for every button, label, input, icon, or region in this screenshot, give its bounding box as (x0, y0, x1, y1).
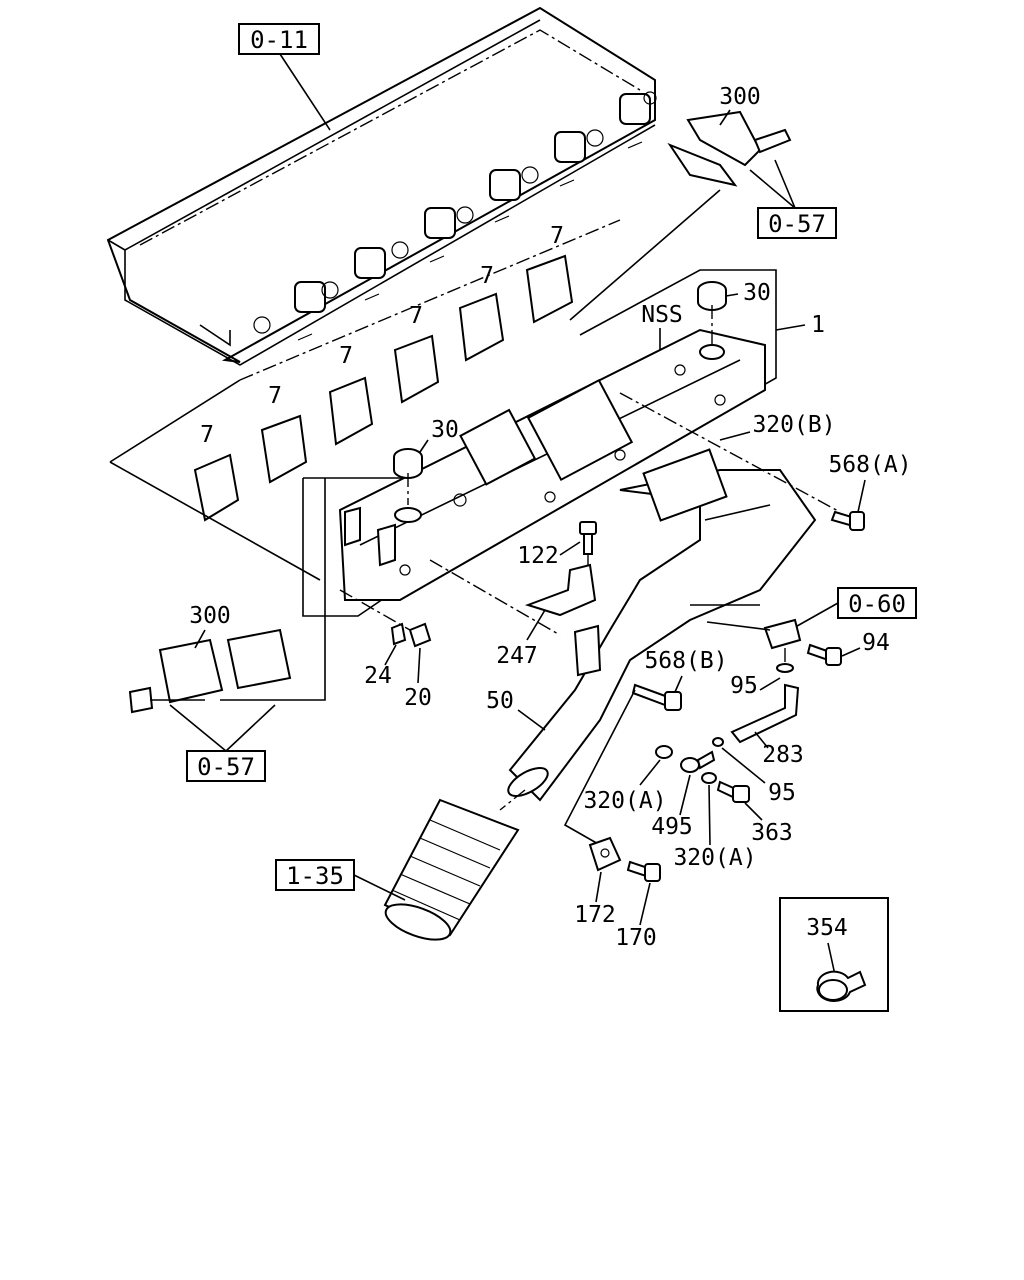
label-7-f: 7 (550, 223, 564, 249)
label-20: 20 (404, 685, 432, 711)
label-247: 247 (496, 643, 538, 669)
label-363: 363 (751, 820, 793, 846)
detail-box-354: 354 (779, 897, 889, 1012)
cover-plate-bottom (128, 628, 292, 714)
label-7-c: 7 (339, 343, 353, 369)
label-170: 170 (615, 925, 657, 951)
cap-30-top (697, 281, 727, 360)
label-nss: NSS (641, 302, 683, 328)
gaskets (193, 254, 574, 522)
label-95-b: 95 (768, 780, 796, 806)
leader-300-top (719, 109, 731, 126)
exhaust-manifold (338, 328, 766, 601)
exhaust-elbow-pipe (507, 448, 817, 802)
label-320a-b: 320(A) (673, 845, 756, 871)
label-7-d: 7 (409, 303, 423, 329)
bolt-568a (830, 510, 865, 531)
bolt-122 (579, 521, 597, 605)
clip-95-b (712, 737, 724, 747)
pressure-sensor (763, 618, 802, 673)
label-50: 50 (486, 688, 514, 714)
ref-0-11-label: 0-11 (250, 26, 308, 54)
ref-box-0-57-bottom[interactable]: 0-57 (186, 750, 266, 782)
cap-30-mid (393, 448, 423, 523)
nut-495 (680, 750, 716, 773)
bracket-247 (524, 563, 602, 677)
ref-0-60-label: 0-60 (848, 590, 906, 618)
label-495: 495 (651, 814, 693, 840)
ref-0-57-bottom-label: 0-57 (197, 753, 255, 781)
leader-0-11 (279, 53, 331, 131)
label-95-a: 95 (730, 673, 758, 699)
bolt-94 (806, 643, 842, 666)
cylinder-head (106, 6, 657, 366)
leader-0-57-top (749, 159, 796, 209)
bolt-363 (716, 780, 750, 803)
label-354: 354 (806, 915, 848, 941)
bracket-172 (588, 836, 622, 872)
washer-320a-b (701, 772, 717, 784)
label-568a: 568(A) (828, 452, 911, 478)
label-300-bottom: 300 (189, 603, 231, 629)
label-30-top: 30 (743, 280, 771, 306)
ref-box-0-60[interactable]: 0-60 (837, 587, 917, 619)
label-122: 122 (517, 543, 559, 569)
label-7-a: 7 (200, 422, 214, 448)
bellows-pipe (383, 798, 520, 941)
ref-1-35-label: 1-35 (286, 862, 344, 890)
ref-box-1-35[interactable]: 1-35 (275, 859, 355, 891)
label-24: 24 (364, 663, 392, 689)
label-172: 172 (574, 902, 616, 928)
hose-283 (730, 683, 800, 744)
label-283: 283 (762, 742, 804, 768)
label-300-top: 300 (719, 84, 761, 110)
label-320b: 320(B) (752, 412, 835, 438)
label-320a-a: 320(A) (583, 788, 666, 814)
stud-24-nut-20 (339, 589, 432, 648)
ref-box-0-57-top[interactable]: 0-57 (757, 207, 837, 239)
washer-320a-a (655, 745, 673, 759)
bolt-170 (626, 860, 661, 882)
label-568b: 568(B) (644, 648, 727, 674)
bolt-568b (631, 683, 682, 711)
label-94: 94 (862, 630, 890, 656)
ref-0-57-top-label: 0-57 (768, 210, 826, 238)
label-7-b: 7 (268, 383, 282, 409)
label-1: 1 (811, 312, 825, 338)
clamp-354 (816, 970, 867, 1002)
label-30-mid: 30 (431, 417, 459, 443)
ref-box-0-11[interactable]: 0-11 (238, 23, 320, 55)
cover-plate-top (667, 110, 792, 187)
